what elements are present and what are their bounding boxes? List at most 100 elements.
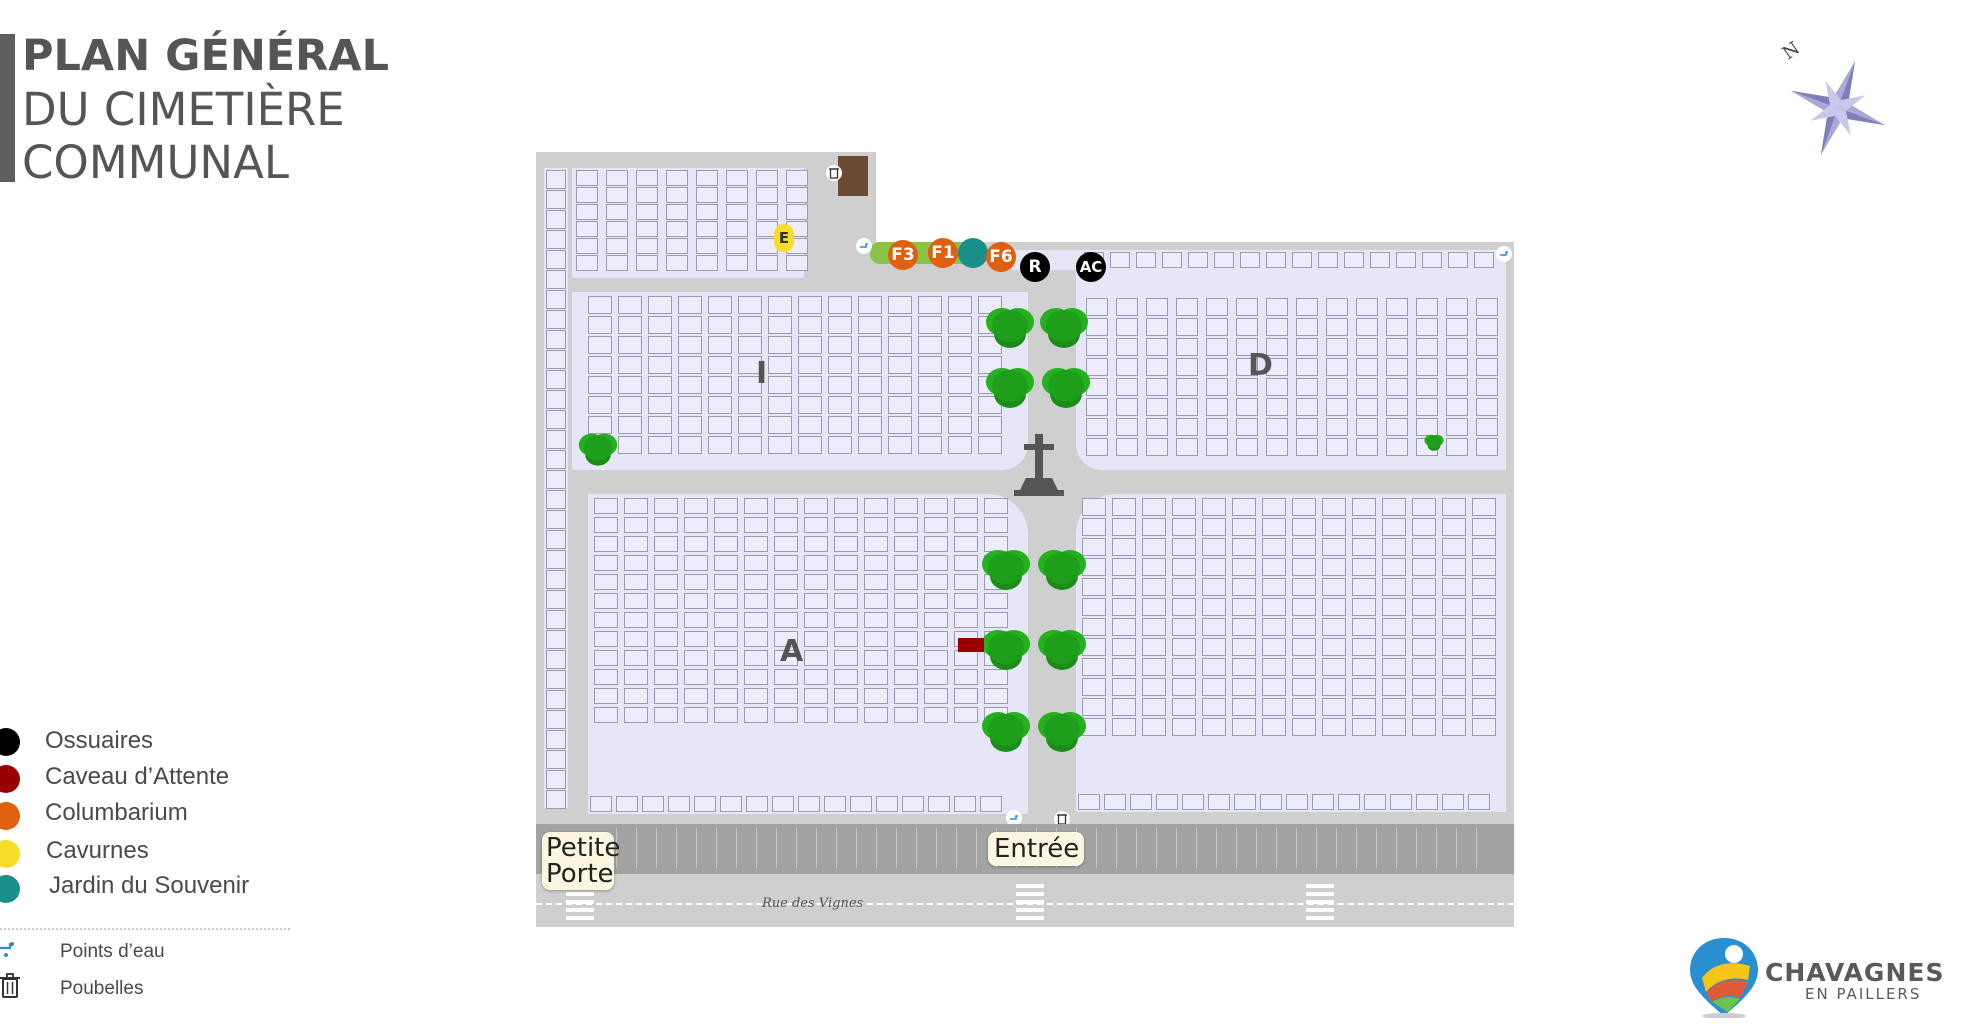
- grave-plot[interactable]: [546, 530, 566, 549]
- grave-plot[interactable]: [1412, 538, 1436, 556]
- grave-plot[interactable]: [1356, 338, 1378, 356]
- grave-plot[interactable]: [546, 170, 566, 189]
- grave-plot[interactable]: [738, 296, 762, 314]
- grave-plot[interactable]: [576, 221, 598, 237]
- grave-plot[interactable]: [1296, 378, 1318, 396]
- grave-plot[interactable]: [606, 187, 628, 203]
- grave-plot[interactable]: [1202, 718, 1226, 736]
- grave-plot[interactable]: [1236, 358, 1258, 376]
- grave-plot[interactable]: [1176, 338, 1198, 356]
- grave-plot[interactable]: [1382, 638, 1406, 656]
- grave-plot[interactable]: [588, 416, 612, 434]
- grave-plot[interactable]: [624, 574, 648, 590]
- grave-plot[interactable]: [1136, 252, 1156, 268]
- water-tap-icon[interactable]: [1006, 810, 1022, 826]
- grave-plot[interactable]: [576, 187, 598, 203]
- grave-plot[interactable]: [1262, 718, 1286, 736]
- grave-plot[interactable]: [1382, 498, 1406, 516]
- grave-plot[interactable]: [804, 612, 828, 628]
- grave-plot[interactable]: [1472, 598, 1496, 616]
- grave-plot[interactable]: [1352, 658, 1376, 676]
- grave-plot[interactable]: [1236, 438, 1258, 456]
- grave-plot[interactable]: [546, 190, 566, 209]
- grave-plot[interactable]: [744, 612, 768, 628]
- grave-plot[interactable]: [708, 356, 732, 374]
- grave-plot[interactable]: [1344, 252, 1364, 268]
- grave-plot[interactable]: [1266, 318, 1288, 336]
- grave-plot[interactable]: [984, 498, 1008, 514]
- grave-plot[interactable]: [636, 238, 658, 254]
- grave-plot[interactable]: [828, 296, 852, 314]
- grave-plot[interactable]: [1352, 518, 1376, 536]
- grave-plot[interactable]: [708, 316, 732, 334]
- grave-plot[interactable]: [980, 796, 1002, 812]
- grave-plot[interactable]: [684, 631, 708, 647]
- grave-plot[interactable]: [888, 296, 912, 314]
- grave-plot[interactable]: [1412, 698, 1436, 716]
- grave-plot[interactable]: [1146, 298, 1168, 316]
- grave-plot[interactable]: [636, 221, 658, 237]
- grave-plot[interactable]: [1382, 718, 1406, 736]
- grave-plot[interactable]: [684, 707, 708, 723]
- grave-plot[interactable]: [924, 536, 948, 552]
- columbarium-f3-marker[interactable]: F3: [888, 240, 918, 270]
- grave-plot[interactable]: [828, 436, 852, 454]
- grave-plot[interactable]: [768, 396, 792, 414]
- grave-plot[interactable]: [918, 296, 942, 314]
- grave-plot[interactable]: [948, 316, 972, 334]
- grave-plot[interactable]: [616, 796, 638, 812]
- grave-plot[interactable]: [804, 555, 828, 571]
- grave-plot[interactable]: [1086, 438, 1108, 456]
- grave-plot[interactable]: [714, 517, 738, 533]
- grave-plot[interactable]: [948, 436, 972, 454]
- grave-plot[interactable]: [834, 688, 858, 704]
- grave-plot[interactable]: [1112, 618, 1136, 636]
- grave-plot[interactable]: [1448, 252, 1468, 268]
- entree-label[interactable]: Entrée: [988, 832, 1084, 866]
- grave-plot[interactable]: [648, 316, 672, 334]
- grave-plot[interactable]: [1142, 718, 1166, 736]
- cavurnes-e-marker[interactable]: E: [774, 224, 794, 252]
- grave-plot[interactable]: [858, 376, 882, 394]
- grave-plot[interactable]: [1416, 358, 1438, 376]
- grave-plot[interactable]: [738, 356, 762, 374]
- grave-plot[interactable]: [1322, 598, 1346, 616]
- grave-plot[interactable]: [1352, 598, 1376, 616]
- grave-plot[interactable]: [1206, 358, 1228, 376]
- grave-plot[interactable]: [1382, 598, 1406, 616]
- grave-plot[interactable]: [696, 255, 718, 271]
- columbarium-f6-marker[interactable]: F6: [986, 242, 1016, 272]
- grave-plot[interactable]: [546, 550, 566, 569]
- grave-plot[interactable]: [1146, 418, 1168, 436]
- grave-plot[interactable]: [1176, 398, 1198, 416]
- grave-plot[interactable]: [594, 669, 618, 685]
- water-tap-icon[interactable]: [1496, 246, 1512, 262]
- grave-plot[interactable]: [654, 536, 678, 552]
- grave-plot[interactable]: [696, 187, 718, 203]
- grave-plot[interactable]: [894, 498, 918, 514]
- grave-plot[interactable]: [902, 796, 924, 812]
- grave-plot[interactable]: [546, 430, 566, 449]
- grave-plot[interactable]: [1202, 638, 1226, 656]
- grave-plot[interactable]: [606, 170, 628, 186]
- grave-plot[interactable]: [918, 416, 942, 434]
- grave-plot[interactable]: [918, 336, 942, 354]
- grave-plot[interactable]: [1206, 338, 1228, 356]
- grave-plot[interactable]: [744, 650, 768, 666]
- grave-plot[interactable]: [624, 688, 648, 704]
- grave-plot[interactable]: [1112, 678, 1136, 696]
- grave-plot[interactable]: [1472, 618, 1496, 636]
- grave-plot[interactable]: [714, 536, 738, 552]
- grave-plot[interactable]: [1382, 518, 1406, 536]
- grave-plot[interactable]: [928, 796, 950, 812]
- grave-plot[interactable]: [1142, 678, 1166, 696]
- grave-plot[interactable]: [798, 356, 822, 374]
- grave-plot[interactable]: [1356, 318, 1378, 336]
- grave-plot[interactable]: [546, 410, 566, 429]
- grave-plot[interactable]: [1292, 498, 1316, 516]
- grave-plot[interactable]: [618, 436, 642, 454]
- grave-plot[interactable]: [864, 517, 888, 533]
- grave-plot[interactable]: [864, 574, 888, 590]
- grave-plot[interactable]: [954, 707, 978, 723]
- grave-plot[interactable]: [1116, 318, 1138, 336]
